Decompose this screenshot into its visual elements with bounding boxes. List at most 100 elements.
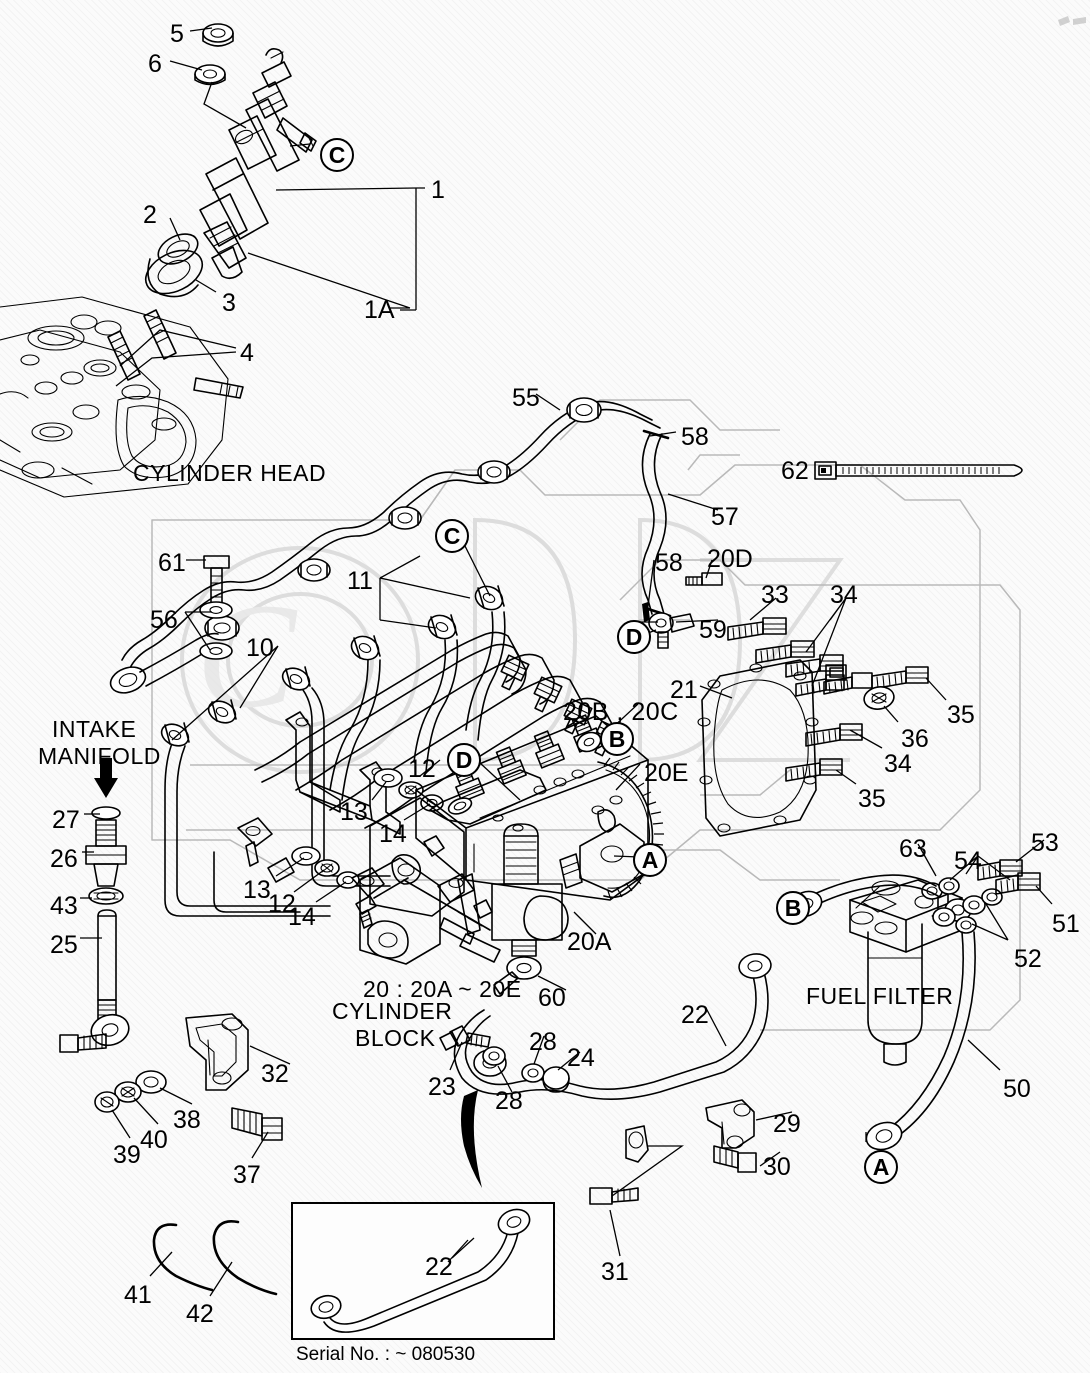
part-5-nut: [202, 23, 234, 47]
section-label-pump-20bc: 20B , 20C: [563, 698, 679, 726]
callout-53: 53: [1031, 829, 1059, 857]
inset-box: [291, 1202, 555, 1340]
part-36-washer: [863, 686, 895, 710]
callout-50: 50: [1003, 1075, 1031, 1103]
callout-38: 38: [173, 1106, 201, 1134]
part-22-return-pipe: [439, 953, 772, 1205]
part-37-bolt: [231, 1107, 283, 1141]
line-union: [427, 614, 458, 640]
reference-circle-b: B: [776, 891, 810, 925]
line-union: [281, 666, 311, 691]
part-28-washer-b: [521, 1063, 545, 1083]
section-label-cylinder-head: CYLINDER HEAD: [133, 460, 327, 486]
callout-56: 56: [150, 606, 178, 634]
callout-35: 35: [947, 701, 975, 729]
callout-30: 30: [763, 1153, 791, 1181]
callout-63: 63: [899, 835, 927, 863]
callout-29: 29: [773, 1110, 801, 1138]
callout-24: 24: [567, 1044, 595, 1072]
callout-40: 40: [140, 1126, 168, 1154]
part-60-banjo: [493, 956, 542, 995]
leader-lines: [80, 27, 1053, 1297]
hose-50-eye: [865, 1121, 903, 1151]
inset-pipe-eye-top: [497, 1208, 531, 1236]
callout-39: 39: [113, 1141, 141, 1169]
part-53-bolt: [977, 859, 1023, 881]
part-43-nut: [88, 887, 124, 905]
callout-14: 14: [379, 820, 407, 848]
part-6-washer: [194, 64, 226, 86]
callout-60: 60: [538, 984, 566, 1012]
reference-circle-a: A: [864, 1150, 898, 1184]
part-62-cable-tie: [814, 461, 1023, 480]
reference-circle-d: D: [617, 620, 651, 654]
part-34-bolt-a: [755, 640, 815, 664]
part-34-bolt-e: [823, 672, 873, 695]
callout-13: 13: [340, 798, 368, 826]
callout-51: 51: [1052, 910, 1080, 938]
line-end-eye: [109, 666, 147, 694]
part-31-bolt: [589, 1187, 639, 1205]
reference-circle-a: A: [633, 843, 667, 877]
section-label-intake-manifold-1: INTAKE: [52, 716, 137, 742]
housing-cover-assembly: [697, 617, 929, 837]
callout-32: 32: [261, 1060, 289, 1088]
callout-33: 33: [761, 581, 789, 609]
callout-14: 14: [288, 903, 316, 931]
callout-6: 6: [148, 50, 162, 78]
reference-circle-c: C: [320, 138, 354, 172]
section-label-intake-manifold-2: MANIFOLD: [38, 743, 161, 769]
clamp-block: [237, 817, 295, 883]
callout-23: 23: [428, 1073, 456, 1101]
intake-bolt: [59, 1033, 107, 1053]
callout-62: 62: [781, 457, 809, 485]
callout-36: 36: [901, 725, 929, 753]
section-label-pump-range: 20 : 20A ~ 20E: [363, 976, 522, 1002]
callout-42: 42: [186, 1300, 214, 1328]
part-25-stud: [90, 909, 130, 1047]
callout-13: 13: [243, 876, 271, 904]
callout-34: 34: [884, 750, 912, 778]
part-33-bolt: [727, 617, 787, 641]
callout-28: 28: [529, 1028, 557, 1056]
pipe-eye-top: [738, 953, 772, 979]
callout-27: 27: [52, 806, 80, 834]
part-28-washer-a: [482, 1046, 506, 1066]
callout-1A: 1A: [364, 296, 395, 324]
callout-11: 11: [347, 567, 373, 595]
section-label-cylinder-block-2: BLOCK: [355, 1025, 436, 1051]
callout-59: 59: [699, 616, 727, 644]
callout-54: 54: [954, 847, 982, 875]
callout-20D: 20D: [707, 545, 753, 573]
fuel-lines-group: [109, 397, 661, 929]
callout-21: 21: [670, 676, 698, 704]
part-34-bolt-c: [825, 664, 847, 681]
callout-37: 37: [233, 1161, 261, 1189]
callout-61: 61: [158, 549, 186, 577]
line-connector: [297, 558, 331, 582]
part-12-13-14-lower: [291, 846, 360, 889]
callout-55: 55: [512, 384, 540, 412]
line-connector: [477, 460, 511, 484]
callout-3: 3: [222, 289, 236, 317]
part-3-seat: [144, 249, 204, 298]
part-26-heater: [85, 819, 127, 887]
reference-circle-b: B: [600, 722, 634, 756]
inset-pipe-eye-bottom: [310, 1294, 342, 1320]
line-union: [207, 699, 237, 724]
callout-43: 43: [50, 892, 78, 920]
pipe-clamp-tab: [625, 1125, 649, 1163]
part-30-bolt: [713, 1145, 757, 1173]
part-12-13-14-upper: [373, 768, 444, 812]
line-connector: [566, 397, 602, 423]
callout-52: 52: [1014, 945, 1042, 973]
section-label-cylinder-block-1: CYLINDER: [332, 998, 453, 1024]
part-27-gasket: [91, 806, 121, 820]
callout-12: 12: [408, 755, 436, 783]
section-label-fuel-filter: FUEL FILTER: [806, 983, 954, 1009]
callout-35: 35: [858, 785, 886, 813]
part-34-bolt-lower: [805, 723, 863, 747]
line-union: [350, 635, 381, 661]
callout-10: 10: [246, 634, 274, 662]
